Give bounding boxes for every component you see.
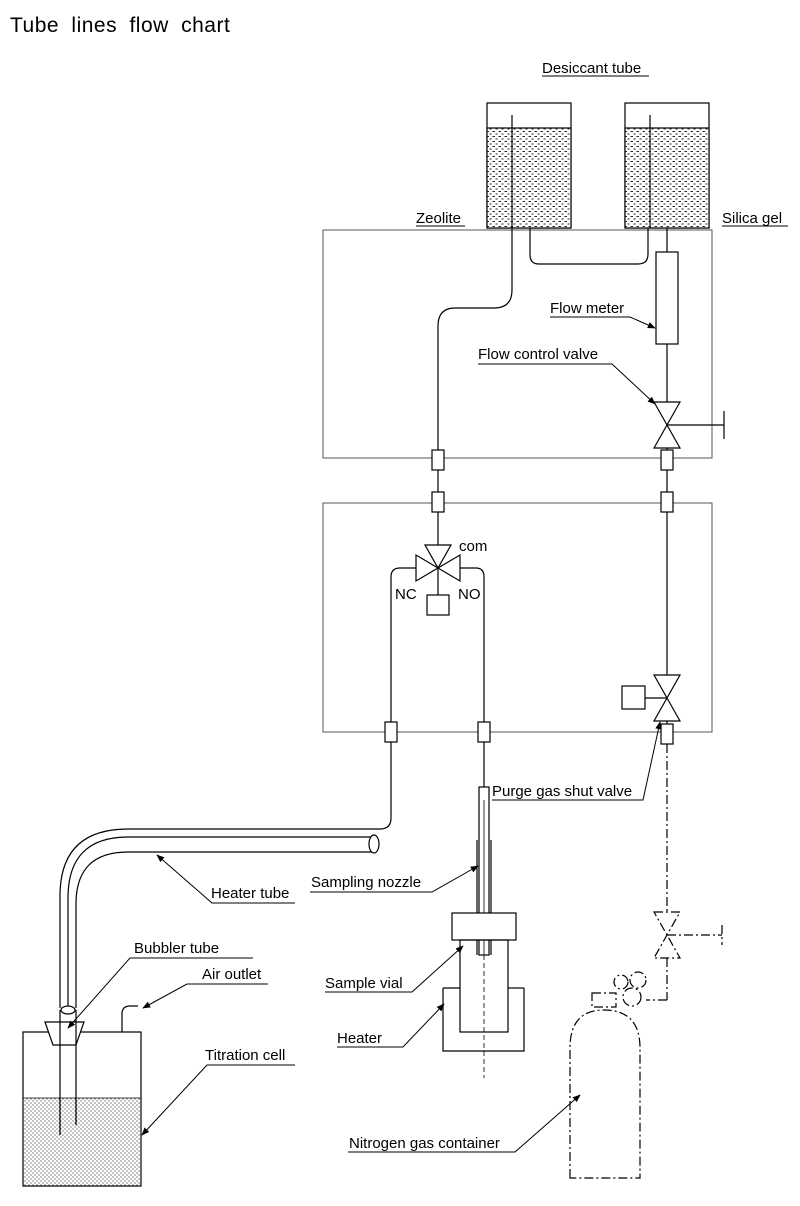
titration-cell <box>22 1005 142 1187</box>
lower-enclosure <box>322 502 713 733</box>
leader-bubbler-tube <box>67 957 253 1029</box>
leader-heater-tube <box>156 854 295 904</box>
three-way-valve <box>415 544 461 616</box>
label-no: NO <box>458 586 481 603</box>
label-flow-control-valve: Flow control valve <box>478 346 598 363</box>
desiccant-tube-silica-gel <box>624 102 710 229</box>
leader-flow-meter <box>550 316 656 329</box>
label-heater-tube: Heater tube <box>211 885 289 902</box>
label-sampling-nozzle: Sampling nozzle <box>311 874 421 891</box>
label-zeolite: Zeolite <box>416 210 461 227</box>
desiccant-tube-zeolite <box>486 102 572 229</box>
leader-titration-cell <box>141 1064 295 1136</box>
label-flow-meter: Flow meter <box>550 300 624 317</box>
fitting <box>660 449 674 471</box>
label-heater: Heater <box>337 1030 382 1047</box>
label-silica-gel: Silica gel <box>722 210 782 227</box>
label-purge-gas-shut-valve: Purge gas shut valve <box>492 783 632 800</box>
fitting <box>660 491 674 513</box>
flow-control-valve <box>652 401 725 449</box>
leader-sample-vial <box>325 945 464 993</box>
page-title: Tube lines flow chart <box>10 14 231 37</box>
leader-sampling-nozzle <box>310 865 479 893</box>
fitting <box>660 723 674 745</box>
nitrogen-gas-container <box>569 971 647 1179</box>
label-nitrogen-gas-container: Nitrogen gas container <box>349 1135 500 1152</box>
heater <box>442 987 525 1052</box>
label-titration-cell: Titration cell <box>205 1047 285 1064</box>
upper-enclosure <box>322 229 713 459</box>
label-air-outlet: Air outlet <box>202 966 262 983</box>
label-desiccant-tube: Desiccant tube <box>542 60 641 77</box>
leader-nitrogen-container <box>348 1094 581 1153</box>
leader-flow-control-valve <box>478 363 656 405</box>
purge-gas-shut-valve <box>621 674 682 722</box>
label-bubbler-tube: Bubbler tube <box>134 940 219 957</box>
fitting <box>431 449 445 471</box>
leader-purge-valve <box>492 721 662 801</box>
label-com: com <box>459 538 487 555</box>
heater-tube <box>59 828 380 1015</box>
leader-heater <box>337 1003 445 1048</box>
flow-meter <box>655 251 679 345</box>
label-nc: NC <box>395 586 417 603</box>
fitting <box>431 491 445 513</box>
fitting <box>384 721 398 743</box>
fitting <box>477 721 491 743</box>
leader-air-outlet <box>142 983 268 1009</box>
nitrogen-gas-line <box>646 744 723 1001</box>
label-sample-vial: Sample vial <box>325 975 403 992</box>
